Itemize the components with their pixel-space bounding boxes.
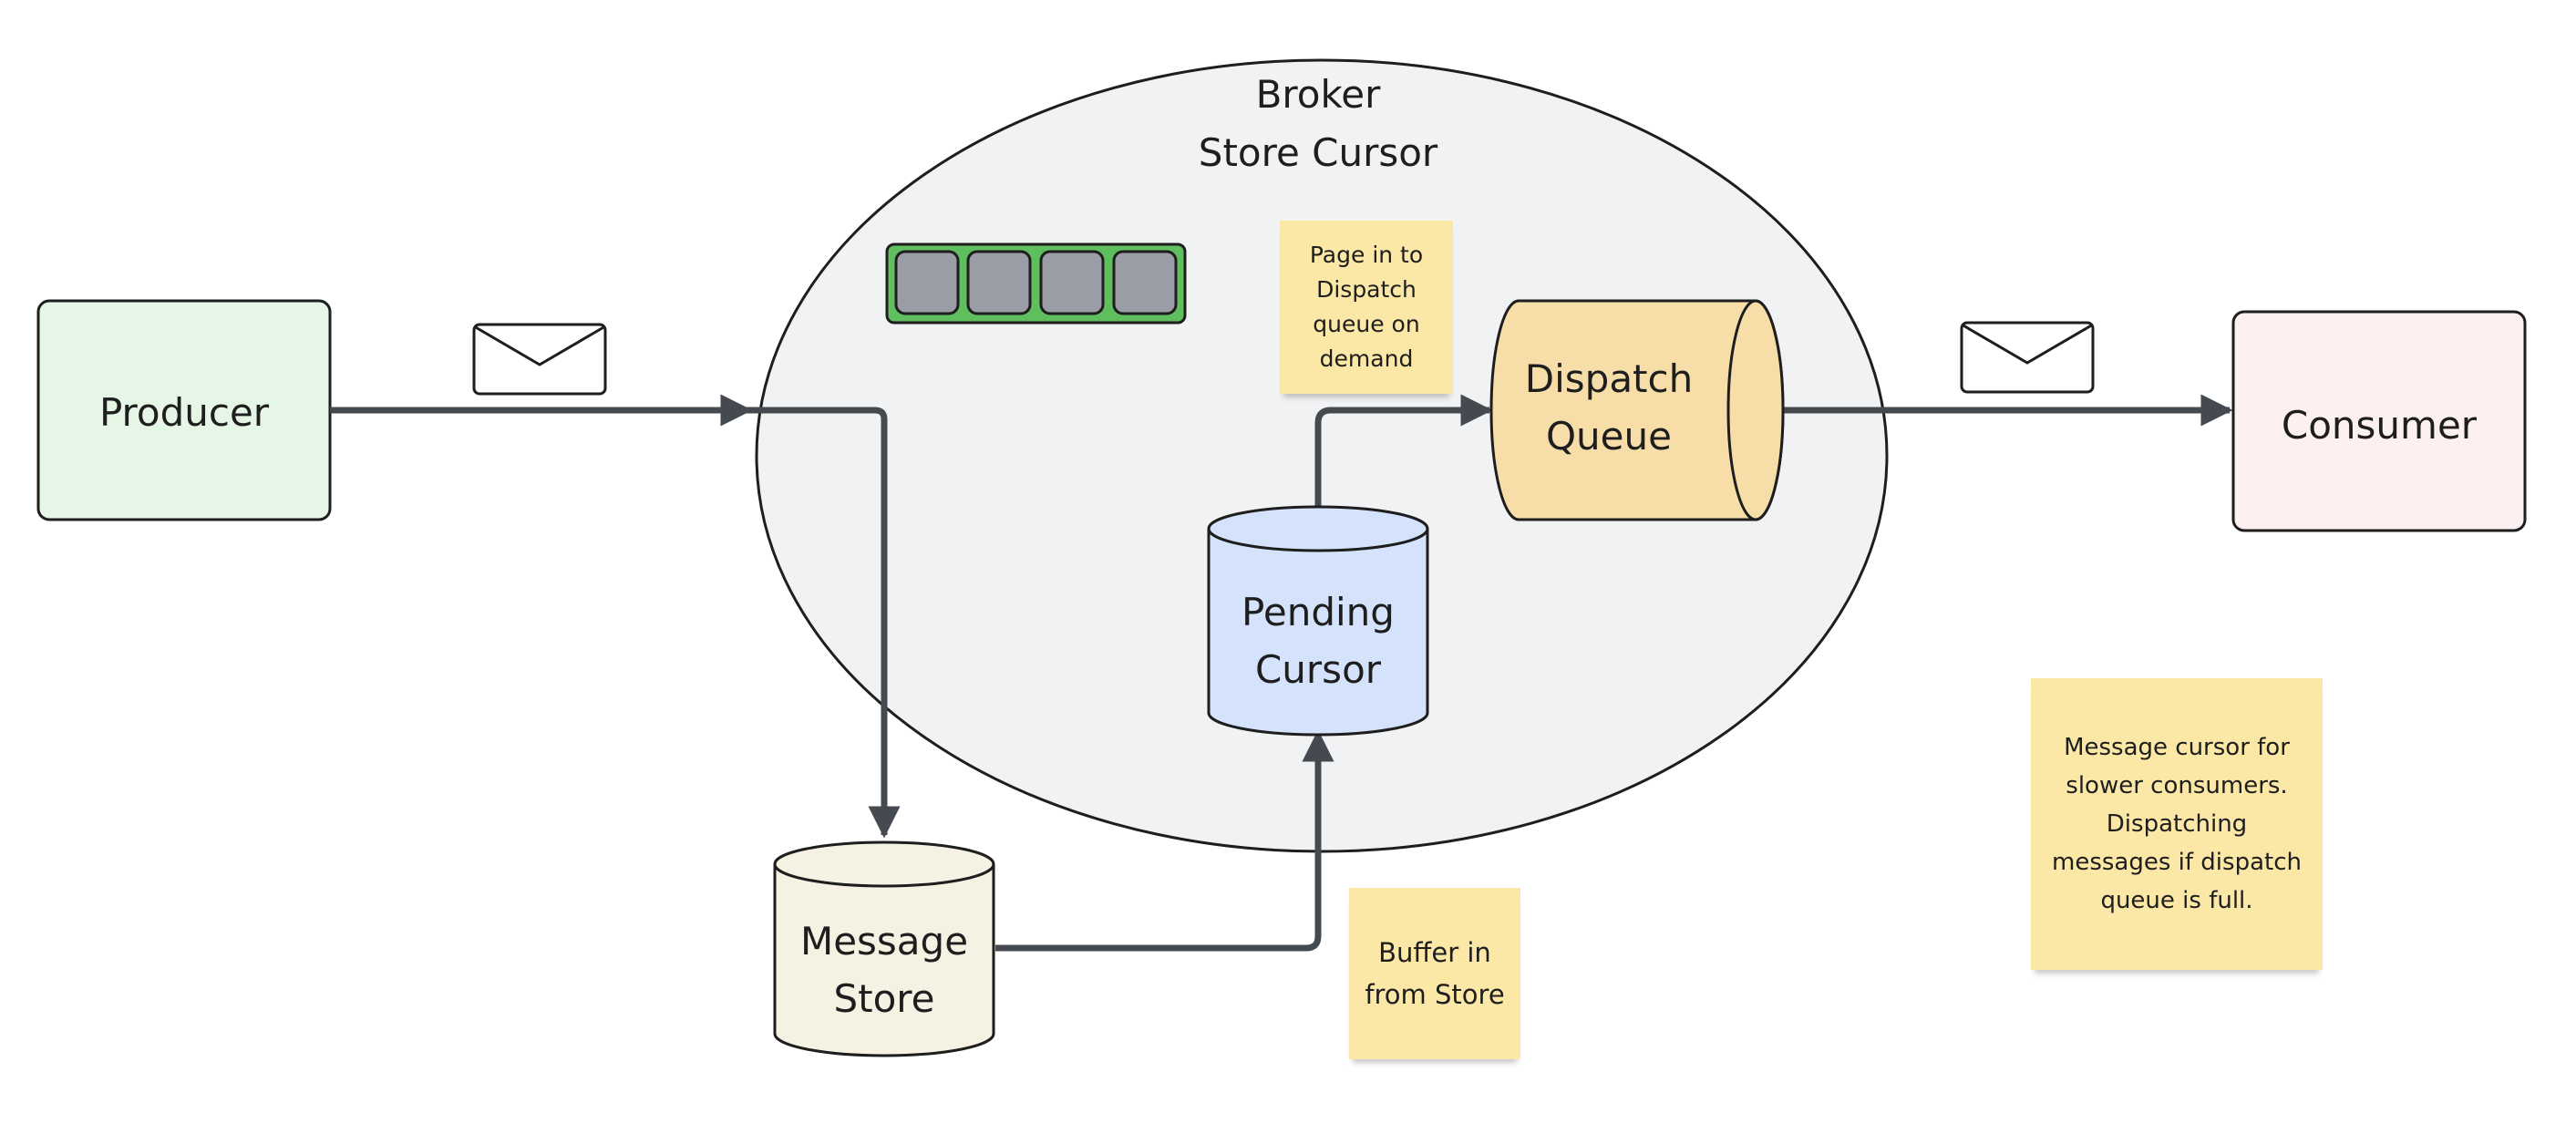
dispatch-queue-label-line2: Queue — [1546, 414, 1672, 459]
pending-cursor-cylinder[interactable] — [1207, 505, 1429, 737]
arrow-store-to-pending-cursor — [995, 729, 1334, 952]
pending-cursor-label-line2: Cursor — [1255, 647, 1382, 692]
message-store-cylinder[interactable] — [773, 840, 995, 1057]
queue-icon — [885, 242, 1187, 325]
dispatch-queue-cylinder[interactable] — [1489, 299, 1785, 521]
envelope-icon — [1960, 321, 2095, 394]
dispatch-queue-label-line1: Dispatch — [1525, 356, 1693, 401]
note-buffer-in[interactable]: Buffer in from Store — [1349, 888, 1520, 1059]
broker-subtitle: Store Cursor — [1199, 130, 1438, 175]
envelope-icon — [472, 323, 607, 396]
note-slow-consumers[interactable]: Message cursor for slower consumers. Dis… — [2031, 678, 2323, 970]
note-page-in-text: Page in to Dispatch queue on demand — [1309, 242, 1424, 372]
arrow-pending-to-dispatch — [1314, 394, 1493, 507]
message-store-label-line1: Message — [800, 919, 968, 964]
consumer-label: Consumer — [2282, 403, 2478, 448]
consumer-box[interactable] — [2231, 310, 2527, 532]
note-buffer-in-text: Buffer in from Store — [1365, 937, 1505, 1010]
message-store-label-line2: Store — [833, 976, 934, 1021]
note-page-in[interactable]: Page in to Dispatch queue on demand — [1280, 221, 1453, 394]
arrow-broker-to-message-store — [749, 407, 901, 839]
pending-cursor-label-line1: Pending — [1242, 590, 1395, 634]
broker-title: Broker — [1256, 72, 1382, 117]
note-slow-consumers-text: Message cursor for slower consumers. Dis… — [2052, 734, 2302, 914]
producer-label: Producer — [99, 390, 270, 435]
